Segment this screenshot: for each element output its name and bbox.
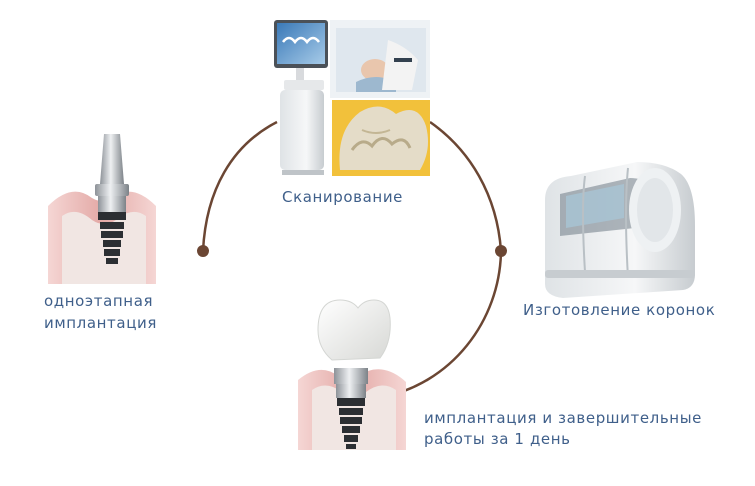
implant-crown-icon: [298, 299, 406, 450]
cycle-node-right: [495, 245, 507, 257]
step-label-final-line2: работы за 1 день: [424, 430, 571, 448]
step-label-crowns: Изготовление коронок: [523, 301, 716, 319]
step-label-scan: Сканирование: [282, 188, 403, 206]
dental-scanner-icon: [274, 20, 430, 176]
cycle-node-left: [197, 245, 209, 257]
step-label-implant-line1: одноэтапная: [44, 292, 154, 310]
milling-machine-icon: [545, 162, 695, 298]
implant-abutment-icon: [48, 134, 156, 284]
cycle-arc-left: [201, 120, 278, 252]
step-label-implant-line2: имплантация: [44, 314, 157, 332]
step-label-final-line1: имплантация и завершительные: [424, 409, 702, 427]
